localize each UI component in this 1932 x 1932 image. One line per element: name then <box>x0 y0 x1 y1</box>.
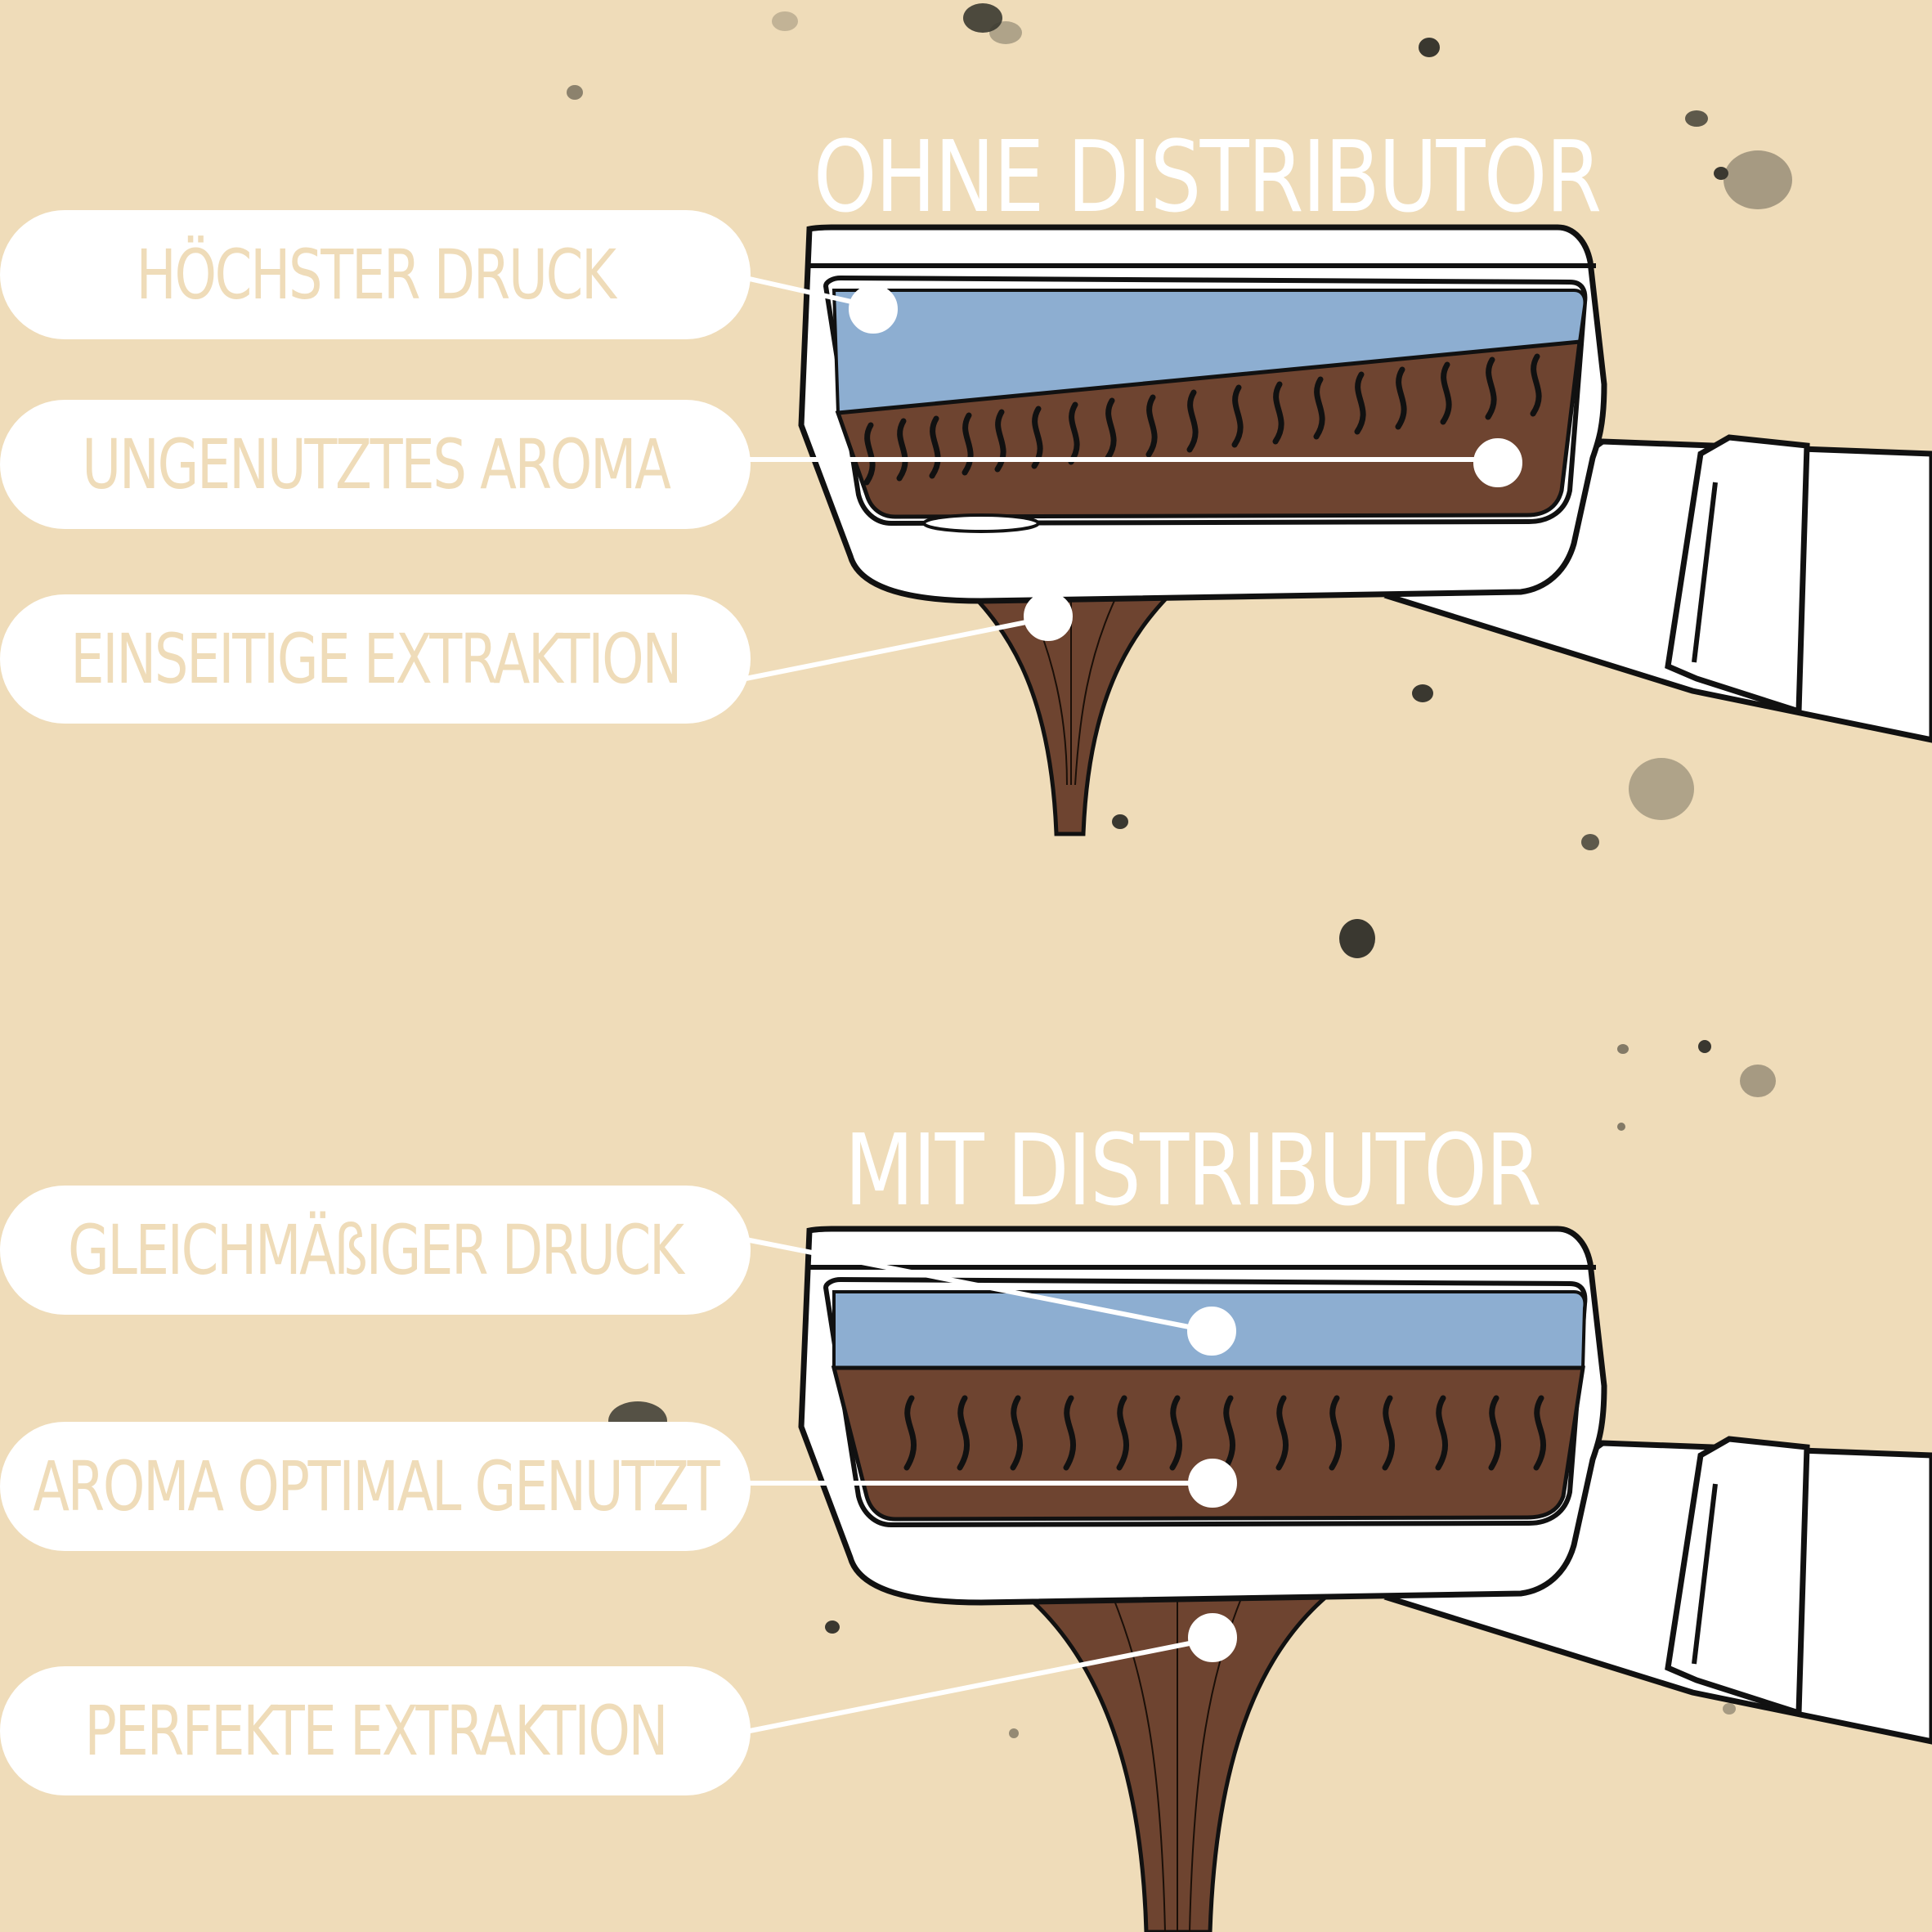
leader-gleichmassiger-druck <box>745 1237 1211 1334</box>
dot-hochster-druck <box>849 285 898 334</box>
label-pill-aroma-optimal-genutzt: AROMA OPTIMAL GENUTZT <box>0 1422 751 1551</box>
dot-ungenutztes-aroma <box>1473 438 1522 487</box>
label-text: PERFEKTE EXTRAKTION <box>84 1691 668 1771</box>
top-portafilter <box>798 224 1932 836</box>
leader-perfekte-extraktion <box>745 1637 1211 1734</box>
dot-aroma-optimal <box>1188 1459 1237 1508</box>
label-pill-einseitige-extraktion: EINSEITIGE EXTRAKTION <box>0 594 751 724</box>
label-text: HÖCHSTER DRUCK <box>136 235 616 315</box>
label-pill-perfekte-extraktion: PERFEKTE EXTRAKTION <box>0 1666 751 1795</box>
dot-gleichmassiger-druck <box>1187 1307 1236 1356</box>
dot-einseitige-extraktion <box>1024 592 1073 641</box>
label-text: GLEICHMÄßIGER DRUCK <box>68 1210 684 1290</box>
coffee-grounds-specks <box>567 3 1792 1738</box>
callout-leaders <box>745 276 1522 1734</box>
dot-perfekte-extraktion <box>1188 1613 1237 1662</box>
label-pill-ungenutztes-aroma: UNGENUTZTES AROMA <box>0 400 751 529</box>
label-pill-gleichmassiger-druck: GLEICHMÄßIGER DRUCK <box>0 1186 751 1315</box>
bottom-section-title: MIT DISTRIBUTOR <box>845 1114 1542 1228</box>
label-pill-hochster-druck: HÖCHSTER DRUCK <box>0 210 751 339</box>
label-text: AROMA OPTIMAL GENUTZT <box>32 1446 719 1526</box>
top-section-title: OHNE DISTRIBUTOR <box>814 121 1602 235</box>
leader-einseitige-extraktion <box>745 616 1047 681</box>
label-text: UNGENUTZTES AROMA <box>81 424 671 504</box>
label-text: EINSEITIGE EXTRAKTION <box>70 619 682 699</box>
bottom-portafilter <box>798 1226 1932 1932</box>
